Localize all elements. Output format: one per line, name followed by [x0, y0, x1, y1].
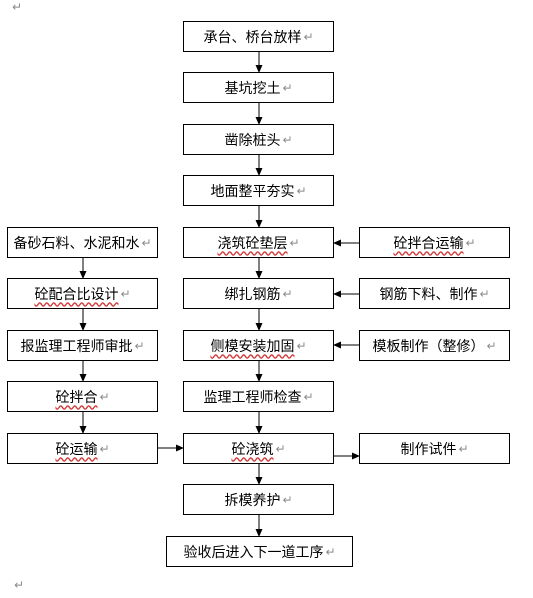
step-rebar-binding: 绑扎钢筋↵ [183, 278, 334, 309]
step-submit-approval: 报监理工程师审批↵ [7, 330, 158, 361]
step-mix-transport: 砼拌合运输↵ [359, 227, 510, 258]
step-prepare-materials: 备砂石料、水泥和水↵ [7, 227, 158, 258]
step-concrete-mixing: 砼拌合↵ [7, 381, 158, 412]
step-ground-leveling: 地面整平夯实↵ [183, 175, 334, 206]
step-concrete-transport: 砼运输↵ [7, 433, 158, 464]
step-formwork-install: 侧模安装加固↵ [183, 330, 334, 361]
step-concrete-pour: 砼浇筑↵ [183, 433, 334, 464]
step-rebar-fabrication: 钢筋下料、制作↵ [359, 278, 510, 309]
step-excavation: 基坑挖土↵ [183, 72, 334, 103]
step-formwork-fabrication: 模板制作（整修）↵ [359, 330, 510, 361]
paragraph-mark-top: ↵ [12, 0, 23, 14]
step-pile-head-removal: 凿除桩头↵ [183, 124, 334, 155]
step-acceptance-next: 验收后进入下一道工序↵ [166, 536, 353, 567]
step-stakeout: 承台、桥台放样↵ [183, 21, 334, 52]
paragraph-mark-bottom: ↵ [14, 578, 25, 592]
step-mix-design: 砼配合比设计↵ [7, 278, 158, 309]
step-cushion-pour: 浇筑砼垫层↵ [183, 227, 334, 258]
step-test-specimens: 制作试件↵ [359, 433, 510, 464]
step-supervisor-inspection: 监理工程师检查↵ [183, 381, 334, 412]
step-formwork-removal-curing: 拆模养护↵ [183, 484, 334, 515]
